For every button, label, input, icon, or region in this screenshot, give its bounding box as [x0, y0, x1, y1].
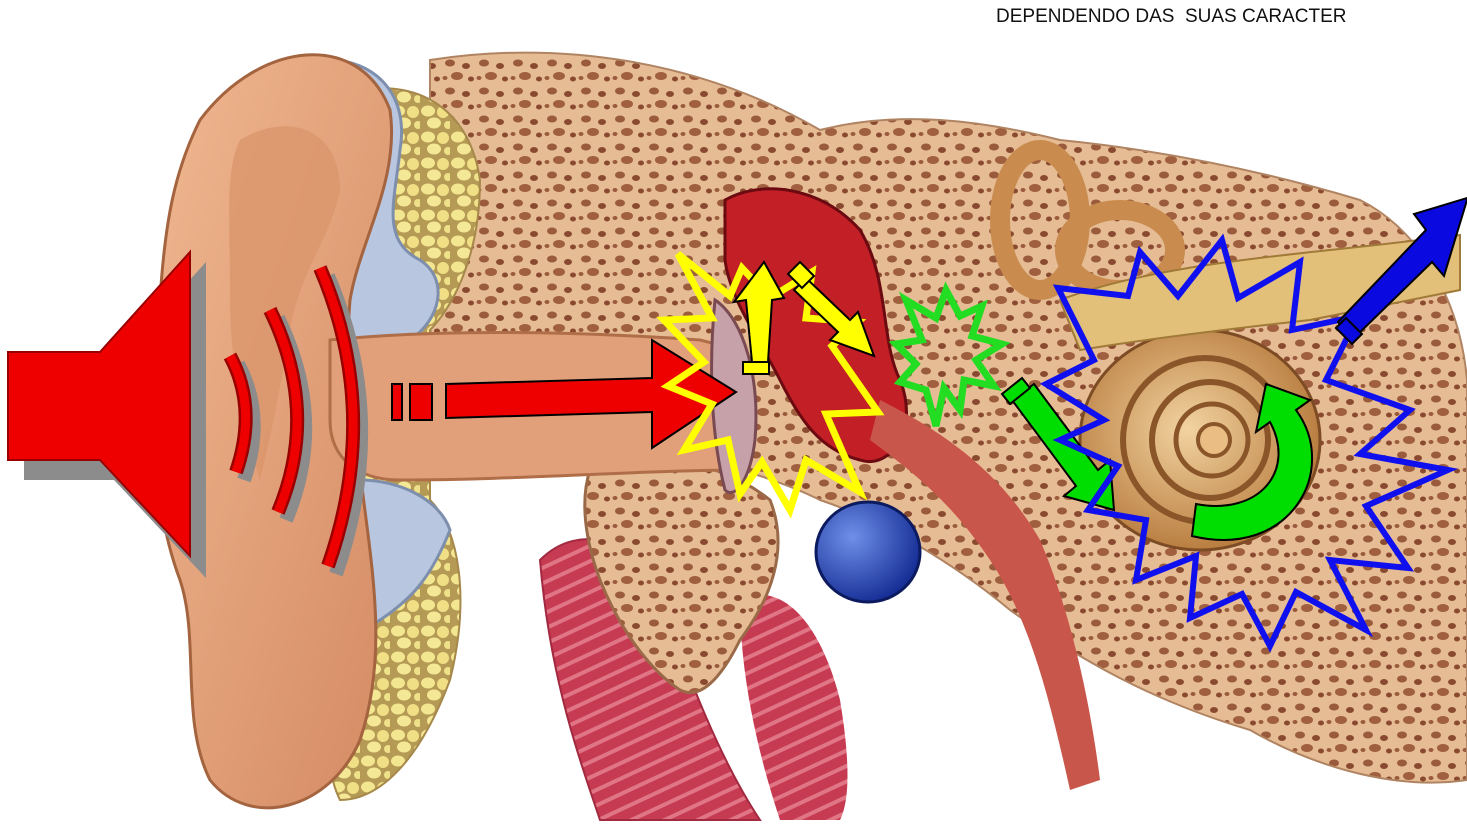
caption-text: DEPENDENDO DAS SUAS CARACTER: [996, 6, 1347, 27]
speaker-icon: [8, 252, 206, 578]
muscle-tissue-right: [740, 595, 848, 820]
internal-jugular: [816, 502, 920, 602]
